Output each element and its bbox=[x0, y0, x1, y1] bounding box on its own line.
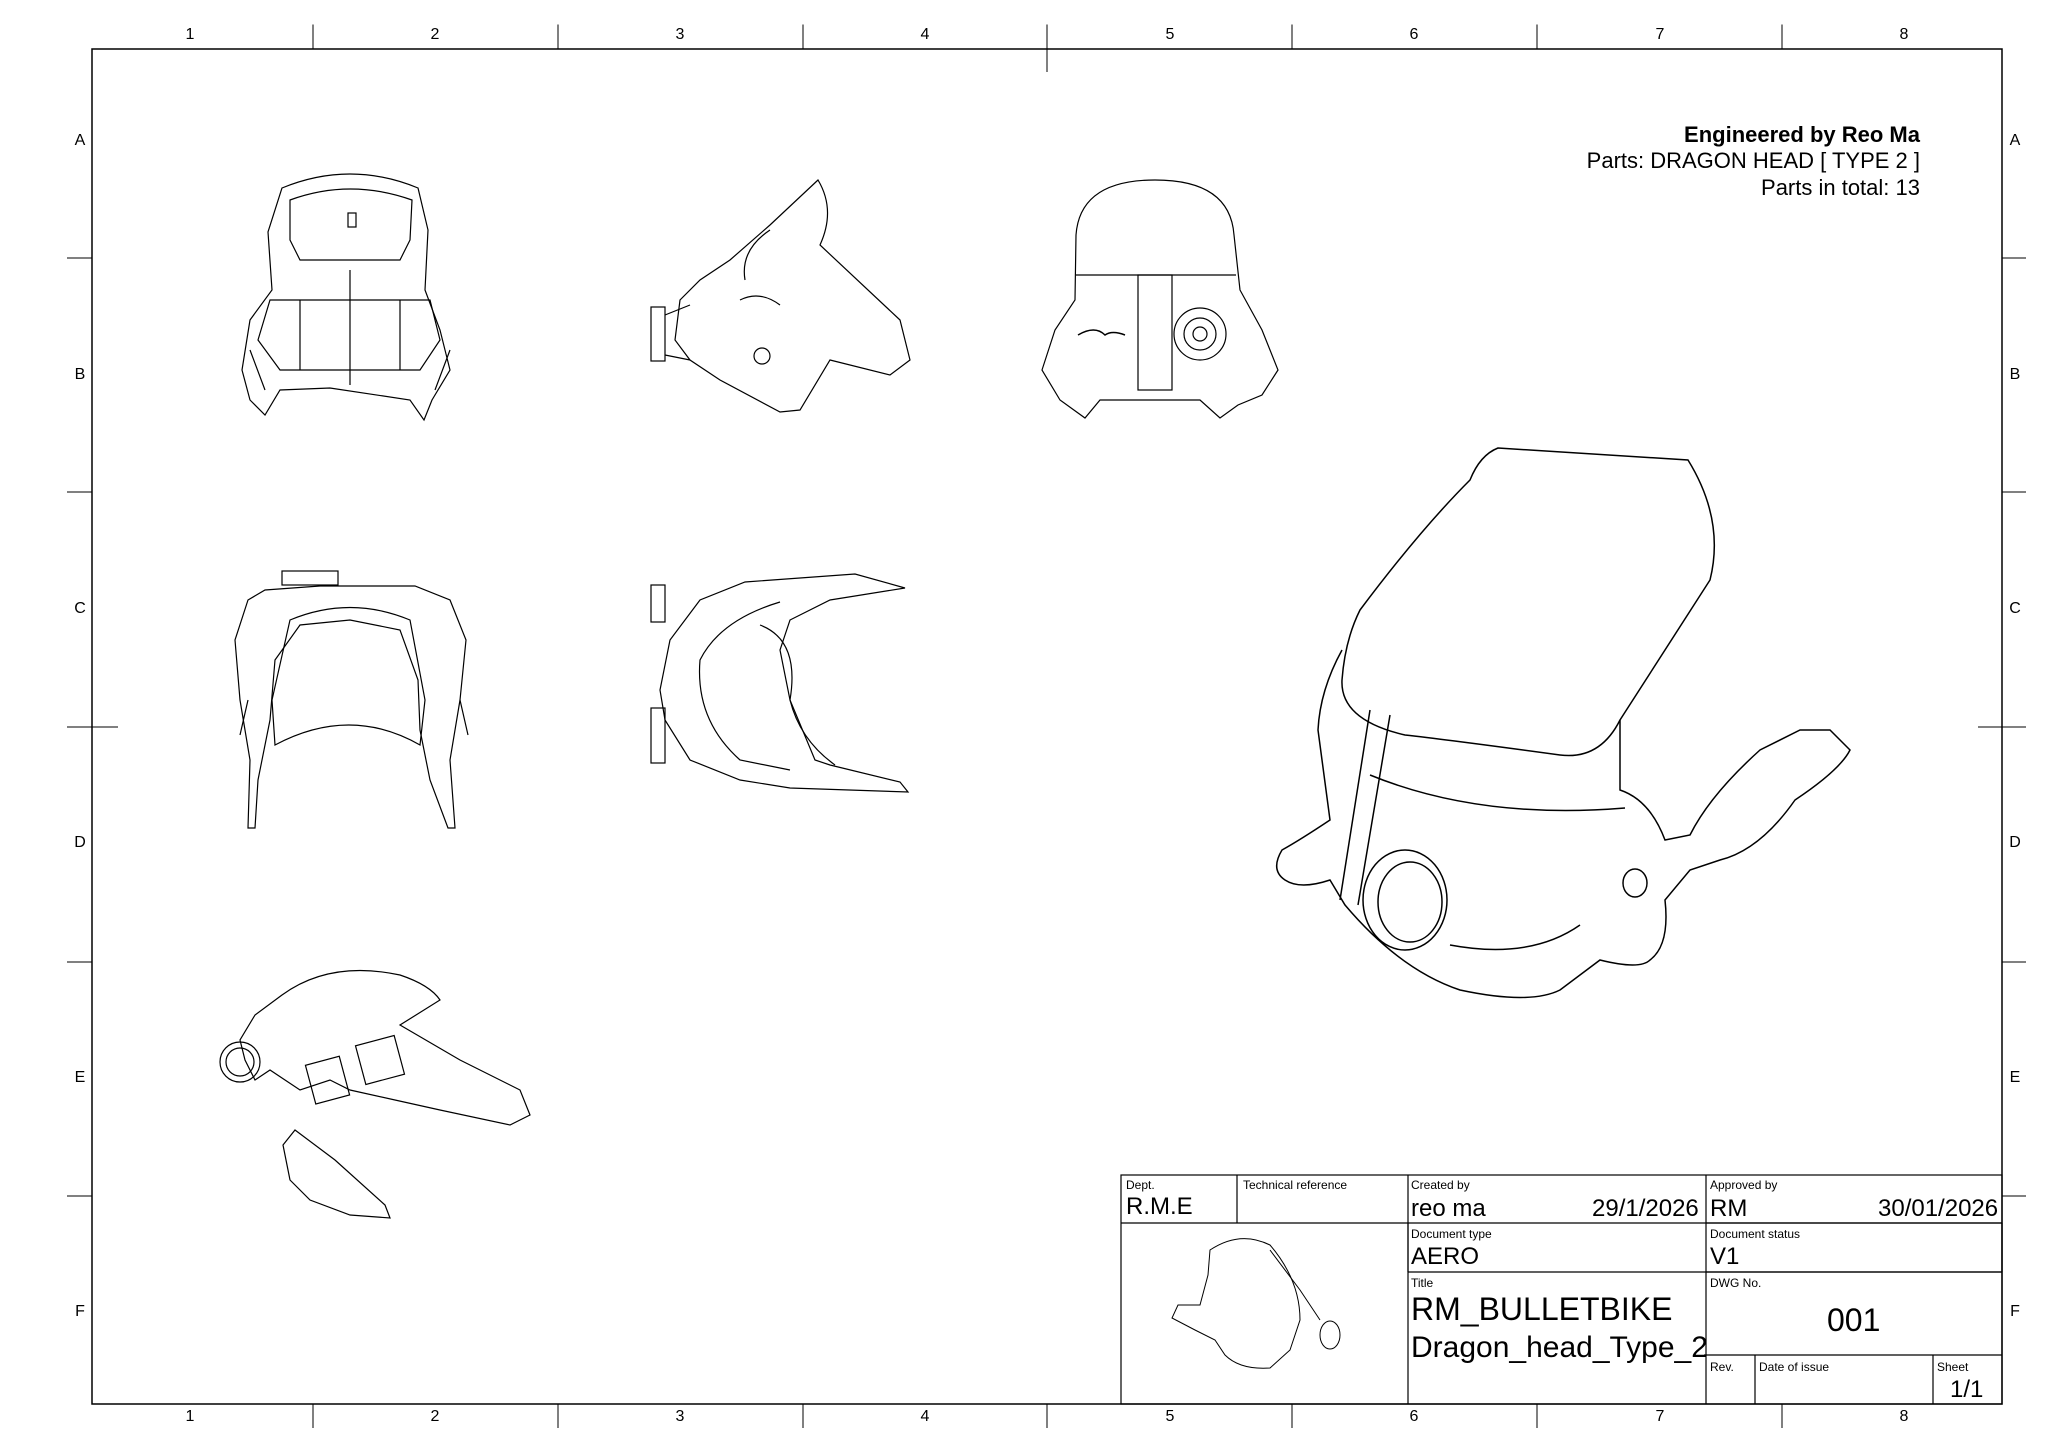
dept-label: Dept. bbox=[1126, 1178, 1155, 1192]
column-label: 7 bbox=[1655, 26, 1665, 43]
view-side bbox=[650, 179, 911, 413]
dwg-value: 001 bbox=[1827, 1302, 1881, 1338]
column-label-bottom: 6 bbox=[1409, 1408, 1419, 1425]
approved-by-value: RM bbox=[1710, 1195, 1748, 1222]
approved-date: 30/01/2026 bbox=[1878, 1195, 1999, 1222]
column-label: 8 bbox=[1899, 26, 1909, 43]
view-isometric-large bbox=[1276, 447, 1851, 999]
column-label: 1 bbox=[185, 26, 195, 43]
rev-label: Rev. bbox=[1710, 1360, 1734, 1374]
column-label-bottom: 8 bbox=[1899, 1408, 1909, 1425]
doc-status-label: Document status bbox=[1710, 1227, 1801, 1241]
column-label: 3 bbox=[675, 26, 685, 43]
column-label: 4 bbox=[920, 26, 930, 43]
column-label: 2 bbox=[430, 26, 440, 43]
row-label: F bbox=[75, 1303, 85, 1320]
title-line-2: Dragon_head_Type_2 bbox=[1411, 1331, 1708, 1364]
column-label-bottom: 3 bbox=[675, 1408, 685, 1425]
row-label: A bbox=[74, 132, 86, 149]
doc-type-value: AERO bbox=[1411, 1243, 1480, 1270]
title-label: Title bbox=[1411, 1276, 1434, 1290]
row-label-right: C bbox=[2009, 600, 2021, 617]
doc-type-label: Document type bbox=[1411, 1227, 1492, 1241]
row-label: B bbox=[74, 366, 86, 383]
row-label-right: E bbox=[2009, 1069, 2021, 1086]
row-label-right: A bbox=[2009, 132, 2021, 149]
column-label-bottom: 1 bbox=[185, 1408, 195, 1425]
view-front bbox=[241, 173, 451, 422]
column-label: 6 bbox=[1409, 26, 1419, 43]
row-label-right: D bbox=[2009, 834, 2021, 851]
row-label: C bbox=[74, 600, 86, 617]
created-by-value: reo ma bbox=[1411, 1195, 1486, 1222]
parts-total: Parts in total: 13 bbox=[1761, 174, 1920, 200]
column-label: 5 bbox=[1165, 26, 1175, 43]
view-rear bbox=[1041, 179, 1279, 419]
approved-by-label: Approved by bbox=[1710, 1178, 1778, 1192]
row-label-right: B bbox=[2009, 366, 2021, 383]
parts-name: Parts: DRAGON HEAD [ TYPE 2 ] bbox=[1586, 148, 1920, 174]
view-top bbox=[234, 570, 469, 829]
dwg-label: DWG No. bbox=[1710, 1276, 1762, 1290]
created-by-label: Created by bbox=[1411, 1178, 1470, 1192]
title-line-1: RM_BULLETBIKE bbox=[1411, 1291, 1673, 1327]
sheet-value: 1/1 bbox=[1950, 1376, 1984, 1403]
created-date: 29/1/2026 bbox=[1592, 1195, 1699, 1222]
column-label-bottom: 5 bbox=[1165, 1408, 1175, 1425]
engineered-by: Engineered by Reo Ma bbox=[1684, 122, 1920, 147]
view-bottom bbox=[650, 573, 910, 793]
column-ticks bbox=[24, 23, 2026, 1428]
row-label-right: F bbox=[2010, 1303, 2020, 1320]
thumbnail-view bbox=[1171, 1238, 1341, 1369]
date-issue-label: Date of issue bbox=[1759, 1360, 1830, 1374]
sheet-label: Sheet bbox=[1937, 1360, 1969, 1374]
row-label: D bbox=[74, 834, 86, 851]
row-label: E bbox=[74, 1069, 86, 1086]
column-label-bottom: 7 bbox=[1655, 1408, 1665, 1425]
drawing-header: Engineered by Reo Ma Parts: DRAGON HEAD … bbox=[1587, 122, 1920, 201]
doc-status-value: V1 bbox=[1710, 1243, 1740, 1270]
column-label-bottom: 4 bbox=[920, 1408, 930, 1425]
column-label-bottom: 2 bbox=[430, 1408, 440, 1425]
dept-value: R.M.E bbox=[1126, 1193, 1193, 1220]
title-block bbox=[1120, 1174, 2003, 1405]
view-isometric-small bbox=[219, 969, 531, 1219]
tech-ref-label: Technical reference bbox=[1243, 1178, 1348, 1192]
